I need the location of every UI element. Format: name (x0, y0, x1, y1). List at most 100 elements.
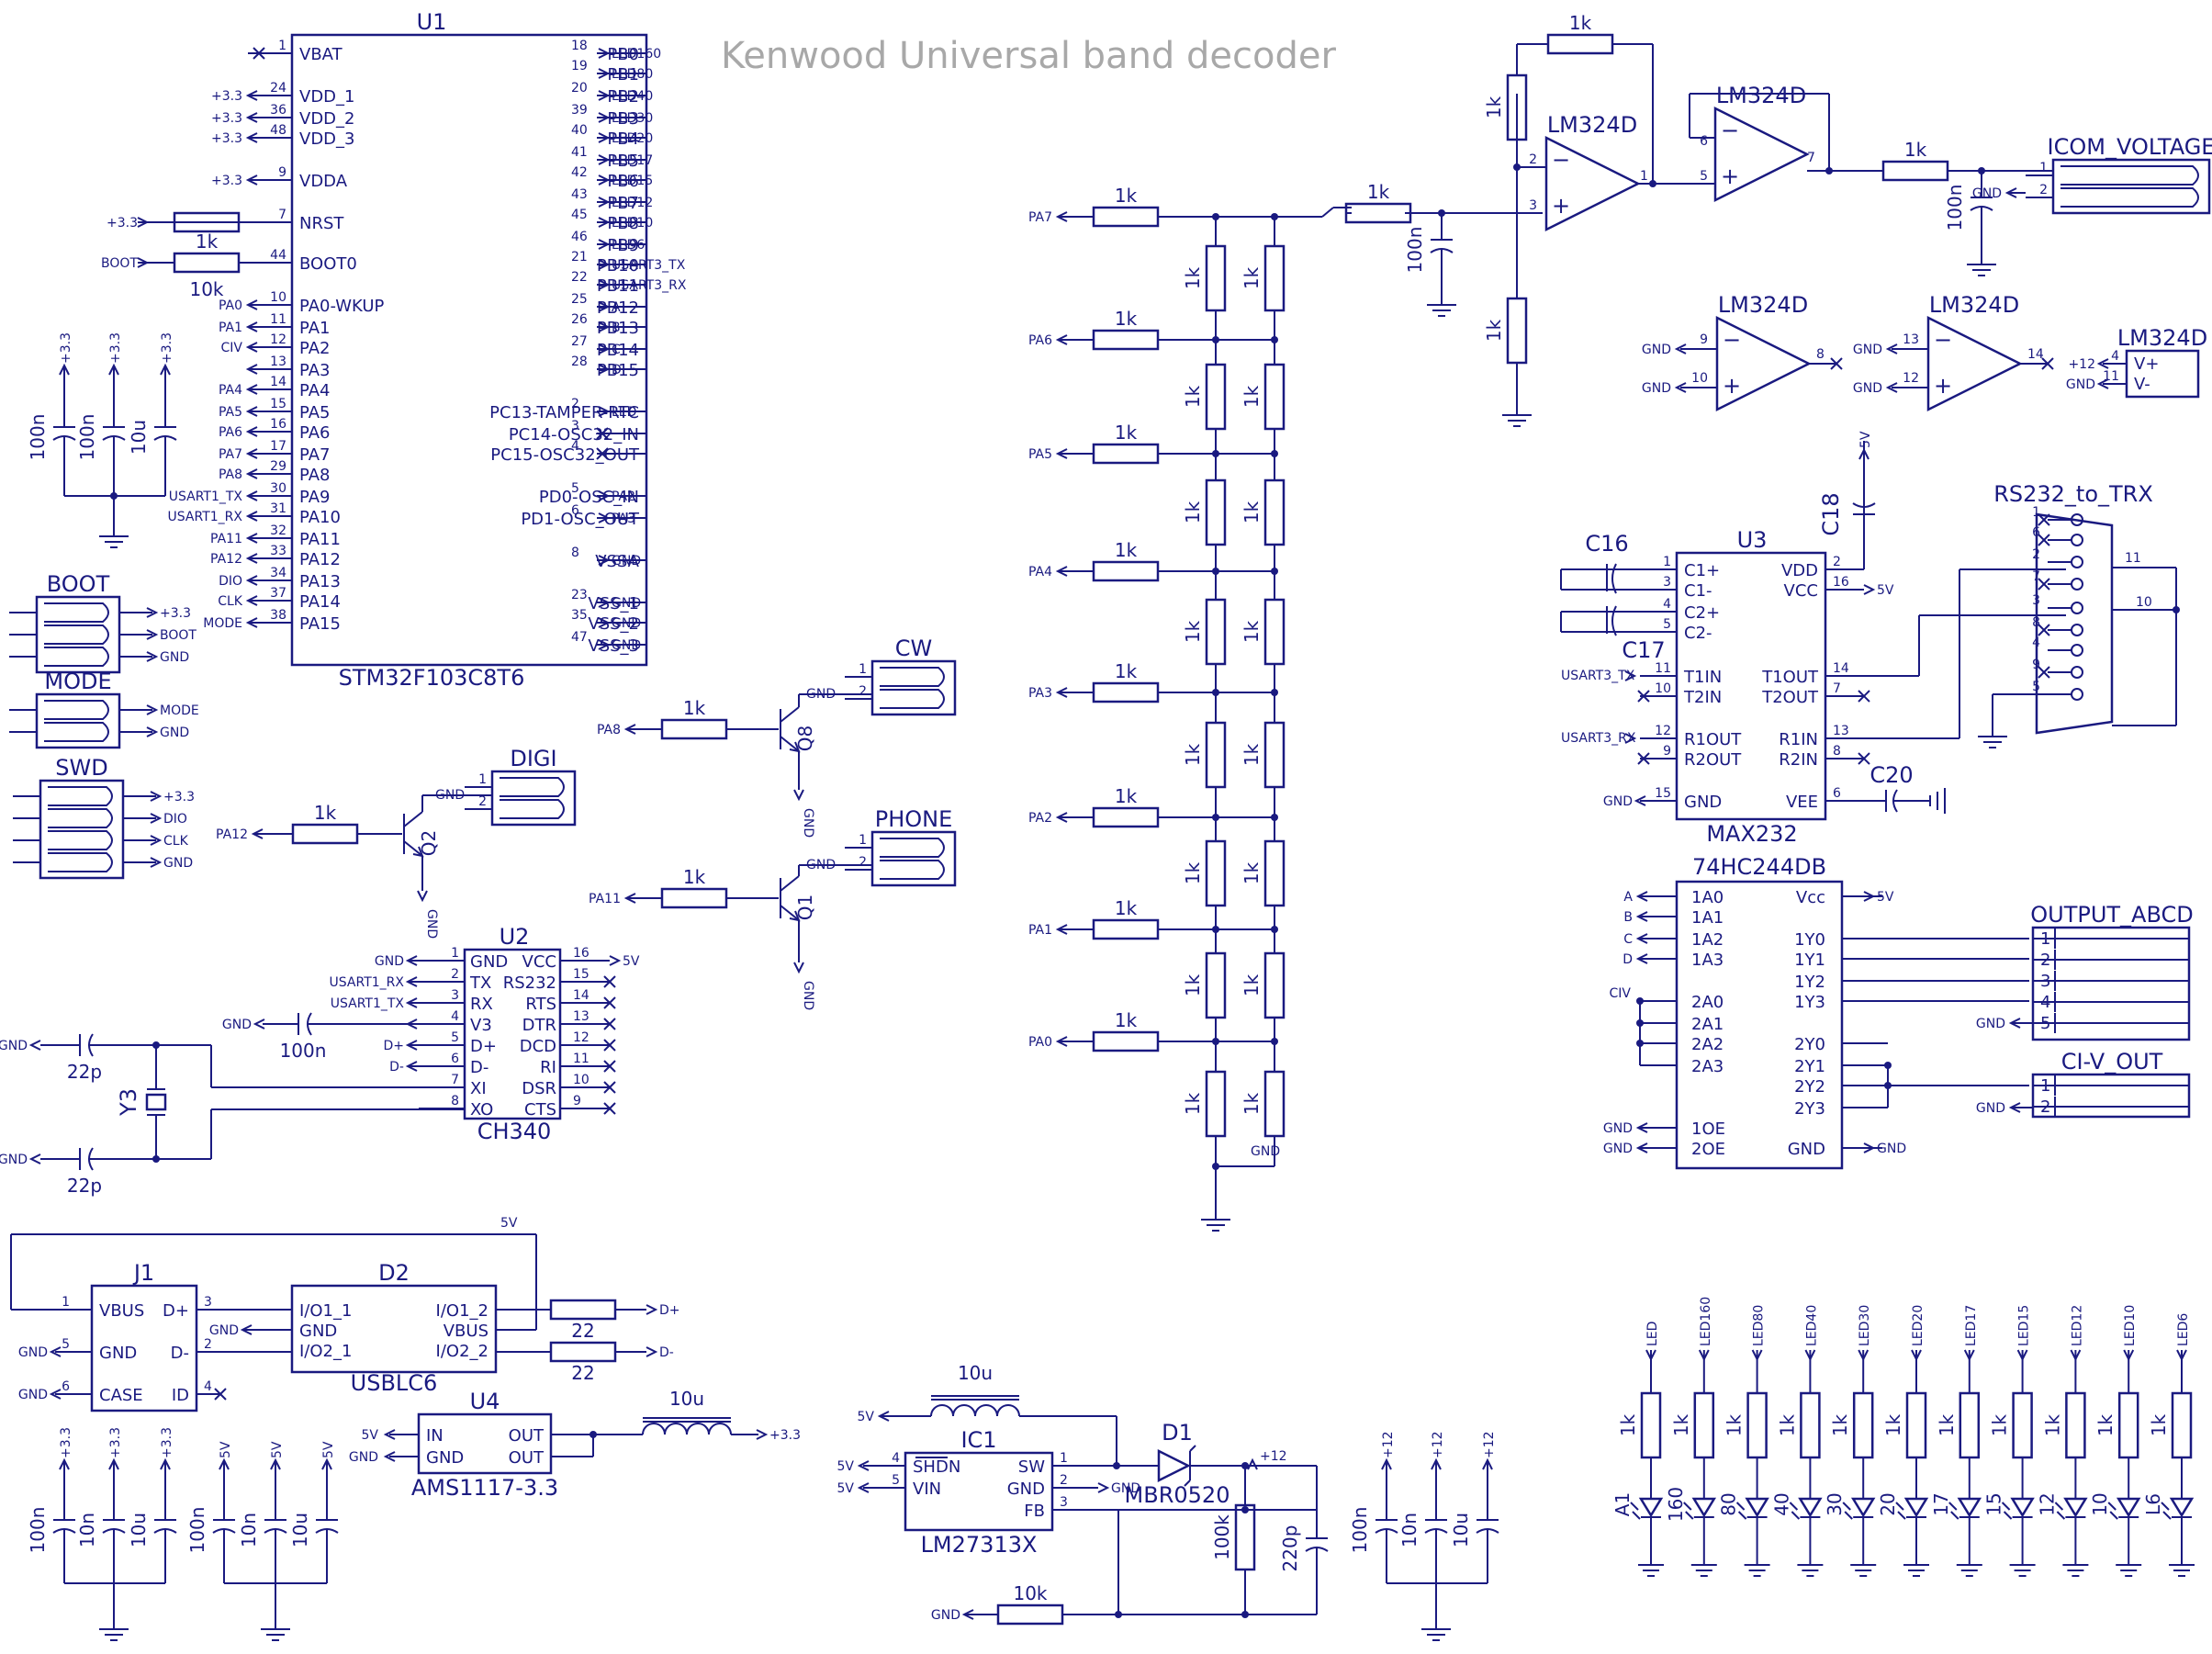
pin-number: 13 (573, 1009, 589, 1024)
resistor-value: 1k (2041, 1413, 2063, 1436)
net-label: GND (160, 650, 189, 665)
pin-name: NRST (299, 214, 344, 233)
led-label: 17 (1930, 1492, 1952, 1515)
capacitor-value: 100n (1404, 227, 1426, 274)
transistor-ref: Q1 (794, 895, 816, 920)
pin-number: 25 (571, 292, 588, 307)
net-label: +12 (1381, 1431, 1396, 1458)
pin-name: Vcc (1796, 888, 1825, 907)
pin-number: 13 (1833, 724, 1849, 738)
pin-number: 15 (573, 967, 589, 982)
pin-number: 22 (571, 270, 588, 285)
pin-name: RS232 (503, 973, 556, 993)
pin-name: 2A0 (1691, 993, 1724, 1012)
resistor-value: 1k (1115, 660, 1138, 682)
pin-name: VDD_3 (299, 129, 355, 149)
pin-name: T1OUT (1761, 668, 1819, 687)
pin-name: PA2 (299, 339, 330, 358)
led-label: 80 (1718, 1492, 1740, 1515)
net-label: BOOT (101, 256, 138, 271)
net-label: A (612, 300, 621, 315)
pin-name: PA3 (299, 361, 330, 380)
net-label: +3.3 (59, 332, 73, 364)
pin-number: 11 (573, 1052, 589, 1066)
capacitor-ref: C16 (1585, 531, 1628, 557)
pin-number: 6 (62, 1379, 70, 1394)
net-label: D (612, 363, 622, 377)
pin-name: 2Y2 (1794, 1077, 1825, 1097)
net-label: GND (612, 638, 641, 653)
net-label: GND (435, 788, 465, 803)
pin-number: 2 (571, 397, 579, 411)
pin-number: 41 (571, 145, 588, 160)
led-label: 160 (1665, 1487, 1687, 1522)
net-label: 5V (362, 1428, 379, 1443)
pin-number: 2 (2039, 183, 2048, 197)
net-label: 5V (1877, 583, 1894, 598)
net-label: B (1623, 910, 1633, 925)
pin-number: 10 (1691, 371, 1708, 386)
net-label: LED20 (612, 131, 653, 146)
resistor-value: 1k (1989, 1413, 2011, 1436)
pin-number: 13 (270, 354, 286, 369)
pin-number: 2 (2032, 547, 2040, 562)
net-label: +12 (1260, 1449, 1287, 1464)
resistor-value: 1k (1882, 1413, 1904, 1436)
net-label: PA3 (1028, 686, 1052, 701)
u3-ref: U3 (1737, 527, 1768, 553)
crystal-ref: Y3 (116, 1088, 141, 1117)
resistor-value: 1k (1936, 1413, 1958, 1436)
led-label: 30 (1824, 1492, 1846, 1515)
inverting-sign: − (1721, 118, 1739, 143)
resistor-value: 1k (1182, 266, 1204, 289)
resistor-value: 1k (1483, 96, 1505, 118)
pin-number: 2 (2040, 1097, 2050, 1117)
led-label: L6 (2142, 1493, 2164, 1515)
pin-name: PB0 (607, 45, 639, 64)
net-label: GND (222, 1018, 252, 1032)
net-label: GND (1853, 381, 1882, 396)
net-label: GND (1603, 1121, 1633, 1136)
capacitor-value: 10n (1398, 1513, 1420, 1547)
net-label: LED15 (2017, 1305, 2032, 1346)
net-label: BOOT (160, 628, 196, 643)
net-label: LED (1645, 1322, 1660, 1346)
pin-number: 7 (451, 1073, 459, 1087)
resistor-value: 1k (1241, 743, 1263, 766)
pin-number: 37 (270, 586, 286, 601)
net-label: GND (931, 1608, 960, 1623)
resistor-value: 1k (1182, 861, 1204, 884)
net-label: PA0 (1028, 1035, 1052, 1050)
pin-name: 1A3 (1691, 951, 1724, 970)
net-label: D- (389, 1060, 404, 1075)
pin-name: 1A0 (1691, 888, 1724, 907)
pin-number: 16 (573, 946, 589, 961)
pin-number: 36 (270, 103, 286, 118)
net-label: GND (424, 909, 439, 939)
net-label: GND (1251, 1144, 1280, 1159)
resistor-value: 1k (1182, 501, 1204, 523)
capacitor-ref: C17 (1622, 637, 1665, 663)
net-label: DIO (163, 812, 187, 827)
net-label: PA0 (219, 298, 242, 313)
net-label: GND (1603, 1142, 1633, 1156)
pin-number: 10 (573, 1073, 589, 1087)
net-label: LED (612, 405, 636, 420)
pin-number: 19 (571, 59, 588, 73)
capacitor-value: 100n (27, 414, 49, 461)
pin-number: 21 (571, 250, 588, 264)
pin-number: 4 (2111, 349, 2119, 364)
diode-part: MBR0520 (1125, 1482, 1230, 1508)
pin-name: PA4 (299, 381, 330, 400)
pin-number: 11 (1655, 661, 1671, 676)
capacitor-value: 100n (27, 1507, 49, 1554)
u1-right-pins: PB018LED160PB119LED80PB220LED40PB339LED3… (489, 39, 687, 656)
net-label: GND (806, 858, 836, 872)
net-label: D- (659, 1345, 674, 1360)
pin-name: 2A2 (1691, 1035, 1724, 1054)
pin-name: V+ (2134, 354, 2159, 374)
